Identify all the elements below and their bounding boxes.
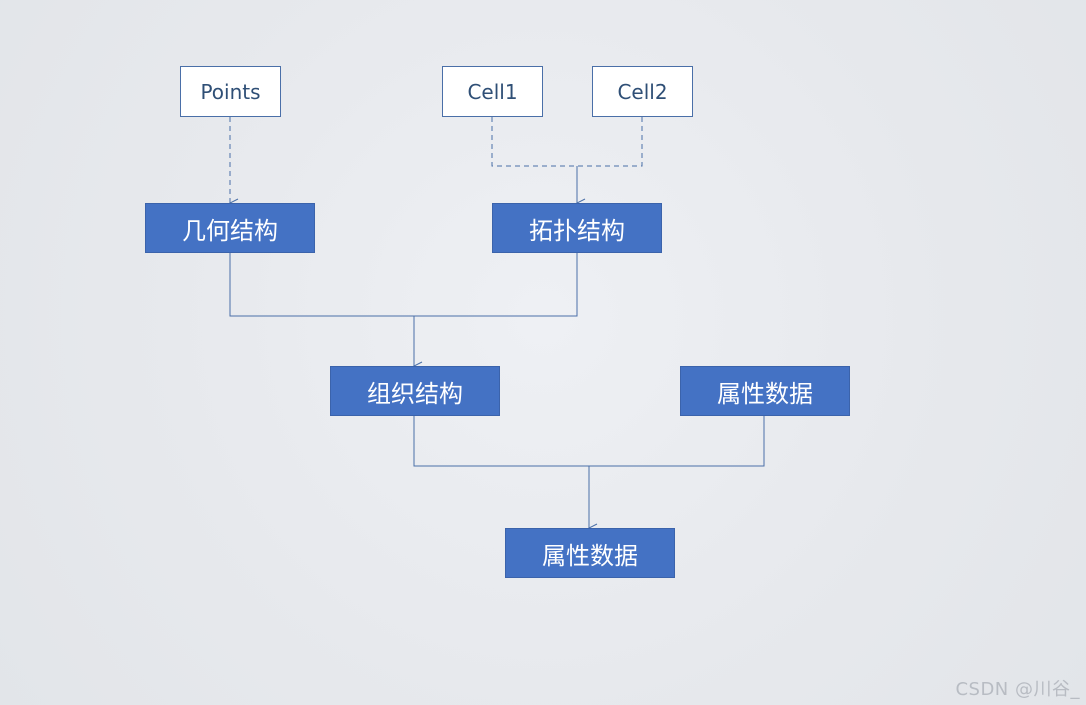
connector-geometry-topology-bracket: [229, 253, 578, 317]
node-attribute-data-input: 属性数据: [680, 366, 850, 416]
csdn-watermark: CSDN @川谷_: [955, 679, 1080, 700]
node-organization-structure: 组织结构: [330, 366, 500, 416]
node-geometry-structure: 几何结构: [145, 203, 315, 253]
node-topology-structure: 拓扑结构: [492, 203, 662, 253]
node-attribute-data-output: 属性数据: [505, 528, 675, 578]
node-points: Points: [180, 66, 281, 117]
node-cell2: Cell2: [592, 66, 693, 117]
node-cell1: Cell1: [442, 66, 543, 117]
connector-organization-attribute-bracket: [413, 416, 765, 467]
connector-cells-bracket: [491, 117, 643, 167]
